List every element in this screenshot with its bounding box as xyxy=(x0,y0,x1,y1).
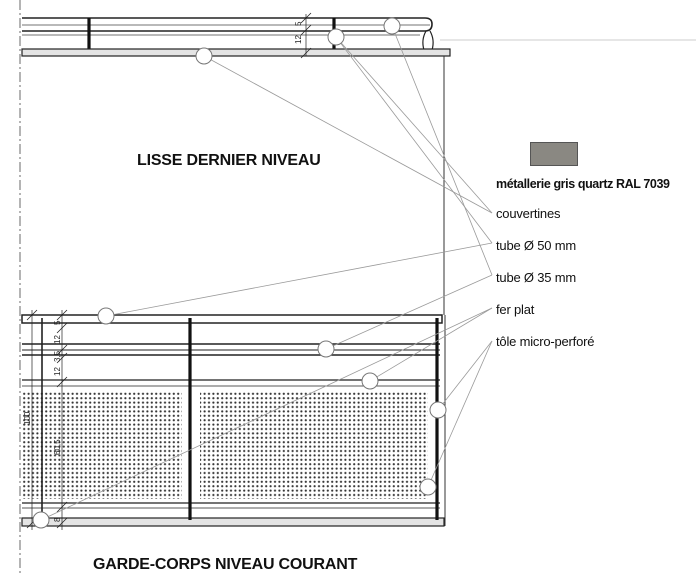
marker-circle xyxy=(429,401,447,419)
guardrail-group: 5 12 3,5 12 60,5 8 100 xyxy=(21,309,446,530)
color-swatch xyxy=(530,142,578,166)
leader-tube-50 xyxy=(335,36,493,244)
legend-item-tube-50: tube Ø 50 mm xyxy=(496,238,576,253)
dim-panel-60-5: 60,5 xyxy=(53,439,62,455)
dim-tick xyxy=(56,309,68,321)
legend-item-couvertines: couvertines xyxy=(496,206,561,221)
legend-item-tube-35: tube Ø 35 mm xyxy=(496,270,576,285)
dim-tick xyxy=(56,376,68,388)
leader-tube-35 xyxy=(325,274,493,350)
legend-item-tole: tôle micro-perforé xyxy=(496,334,595,349)
dim-guardrail-12: 12 xyxy=(53,335,62,344)
dim-base-8: 8 xyxy=(53,517,62,522)
leader-tole xyxy=(427,340,493,488)
marker-circle xyxy=(195,47,213,65)
title-top: LISSE DERNIER NIVEAU xyxy=(137,152,321,169)
dim-tick xyxy=(56,322,68,334)
handrail-tube xyxy=(21,314,443,324)
dim-tick xyxy=(56,352,68,364)
leader-lines xyxy=(40,25,493,521)
title-bottom: GARDE-CORPS NIVEAU COURANT xyxy=(93,556,358,573)
leader-tube-50 xyxy=(105,242,493,317)
dim-tick xyxy=(300,24,312,36)
dim-tick xyxy=(300,12,312,24)
leader-fer-plat xyxy=(369,307,493,382)
marker-circle xyxy=(97,307,115,325)
marker-circle xyxy=(317,340,335,358)
dim-guardrail-12b: 12 xyxy=(53,367,62,376)
perforated-panel-left xyxy=(22,392,182,499)
dim-guardrail-3-5: 3,5 xyxy=(53,350,62,362)
dim-top-rail-5: 5 xyxy=(294,21,303,26)
marker-circle xyxy=(361,372,379,390)
dim-tick xyxy=(300,47,312,59)
leader-couvertines xyxy=(203,55,493,214)
perforated-panel-right xyxy=(200,392,428,499)
dim-tick xyxy=(56,344,68,356)
dim-tick xyxy=(56,517,68,529)
leader-tube-35 xyxy=(391,25,493,276)
marker-circle xyxy=(32,511,50,529)
base-slab xyxy=(21,517,445,527)
top-rail-end-bracket xyxy=(422,30,434,51)
couvertine-slab xyxy=(21,48,451,57)
dim-tick xyxy=(56,501,68,513)
leader-tole xyxy=(437,340,493,411)
legend-swatch-label: métallerie gris quartz RAL 7039 xyxy=(496,177,670,191)
legend-item-fer-plat: fer plat xyxy=(496,302,535,317)
leader-markers xyxy=(32,17,447,529)
top-rail-group: 5 12 xyxy=(21,12,696,59)
marker-circle xyxy=(327,28,345,46)
top-rail-tube xyxy=(22,17,433,32)
leader-fer-plat xyxy=(40,307,493,521)
marker-circle xyxy=(419,478,437,496)
dim-top-rail-12: 12 xyxy=(294,35,303,44)
dim-guardrail-5: 5 xyxy=(53,320,62,325)
dim-overall-100: 100 xyxy=(23,411,32,425)
leader-couvertines xyxy=(335,36,493,214)
marker-circle xyxy=(383,17,401,35)
dim-tick xyxy=(26,309,38,321)
